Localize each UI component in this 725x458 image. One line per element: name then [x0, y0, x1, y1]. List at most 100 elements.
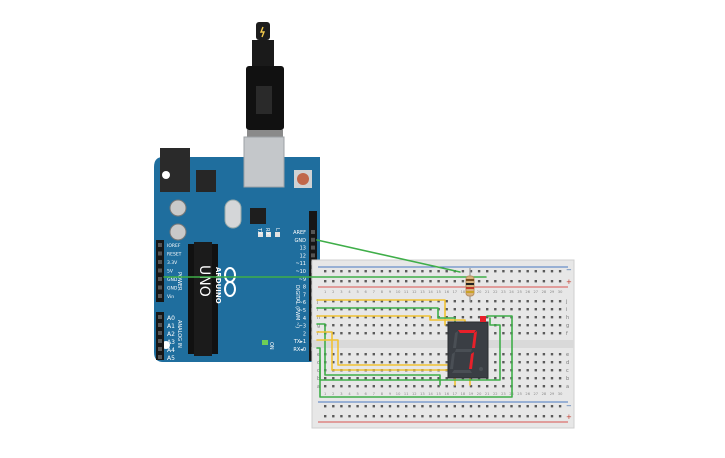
breadboard-hole[interactable] — [558, 361, 562, 364]
breadboard-hole[interactable] — [437, 415, 440, 418]
breadboard-hole[interactable] — [332, 385, 335, 388]
breadboard-hole[interactable] — [558, 405, 562, 408]
breadboard-hole[interactable] — [356, 377, 359, 380]
breadboard-hole[interactable] — [396, 324, 400, 327]
breadboard-hole[interactable] — [445, 353, 448, 356]
breadboard-hole[interactable] — [542, 332, 546, 335]
breadboard-hole[interactable] — [413, 308, 416, 311]
breadboard-hole[interactable] — [396, 353, 400, 356]
breadboard-hole[interactable] — [332, 332, 335, 335]
usb-cable[interactable] — [246, 22, 284, 138]
breadboard-hole[interactable] — [542, 369, 546, 372]
breadboard-hole[interactable] — [413, 332, 416, 335]
breadboard-hole[interactable] — [550, 415, 554, 418]
header-pin[interactable] — [158, 347, 162, 351]
breadboard-hole[interactable] — [396, 361, 400, 364]
breadboard-hole[interactable] — [558, 280, 562, 283]
breadboard-hole[interactable] — [494, 316, 497, 319]
breadboard-hole[interactable] — [372, 385, 375, 388]
breadboard-hole[interactable] — [380, 332, 384, 335]
breadboard-hole[interactable] — [518, 385, 521, 388]
breadboard-hole[interactable] — [364, 324, 367, 327]
breadboard-hole[interactable] — [388, 316, 392, 319]
breadboard-hole[interactable] — [558, 385, 562, 388]
breadboard-hole[interactable] — [526, 369, 529, 372]
breadboard-hole[interactable] — [494, 308, 497, 311]
breadboard-hole[interactable] — [364, 361, 367, 364]
breadboard-hole[interactable] — [494, 377, 497, 380]
breadboard-hole[interactable] — [380, 280, 384, 283]
breadboard-hole[interactable] — [421, 300, 424, 303]
breadboard-hole[interactable] — [340, 377, 343, 380]
breadboard-hole[interactable] — [332, 415, 335, 418]
breadboard-hole[interactable] — [429, 300, 432, 303]
header-pin[interactable] — [158, 323, 162, 327]
breadboard-hole[interactable] — [502, 369, 505, 372]
breadboard-hole[interactable] — [380, 353, 384, 356]
header-pin[interactable] — [158, 355, 162, 359]
breadboard-hole[interactable] — [429, 361, 432, 364]
breadboard-hole[interactable] — [388, 415, 392, 418]
breadboard-hole[interactable] — [494, 300, 497, 303]
breadboard-hole[interactable] — [534, 361, 537, 364]
breadboard-hole[interactable] — [526, 308, 529, 311]
breadboard-hole[interactable] — [469, 405, 473, 408]
header-pin[interactable] — [311, 253, 315, 258]
header-pin[interactable] — [158, 277, 162, 281]
breadboard-hole[interactable] — [550, 332, 554, 335]
breadboard-hole[interactable] — [518, 300, 521, 303]
breadboard-hole[interactable] — [445, 300, 448, 303]
breadboard-hole[interactable] — [526, 300, 529, 303]
breadboard-hole[interactable] — [437, 361, 440, 364]
breadboard-hole[interactable] — [356, 300, 359, 303]
breadboard-hole[interactable] — [340, 316, 343, 319]
breadboard-hole[interactable] — [558, 369, 562, 372]
breadboard-hole[interactable] — [421, 377, 424, 380]
breadboard-hole[interactable] — [469, 308, 473, 311]
breadboard-hole[interactable] — [550, 270, 554, 273]
breadboard-hole[interactable] — [502, 377, 505, 380]
breadboard-hole[interactable] — [405, 332, 408, 335]
analog-header[interactable] — [156, 312, 164, 360]
breadboard-hole[interactable] — [558, 332, 562, 335]
breadboard-hole[interactable] — [534, 270, 537, 273]
breadboard-hole[interactable] — [429, 270, 432, 273]
breadboard-hole[interactable] — [405, 353, 408, 356]
breadboard-hole[interactable] — [429, 280, 432, 283]
breadboard-hole[interactable] — [518, 280, 521, 283]
header-pin[interactable] — [158, 260, 162, 264]
breadboard-hole[interactable] — [453, 405, 456, 408]
breadboard-hole[interactable] — [364, 353, 367, 356]
breadboard-hole[interactable] — [388, 308, 392, 311]
breadboard-hole[interactable] — [477, 385, 481, 388]
breadboard-hole[interactable] — [494, 353, 497, 356]
breadboard-hole[interactable] — [348, 377, 351, 380]
breadboard-hole[interactable] — [518, 308, 521, 311]
breadboard-hole[interactable] — [348, 316, 351, 319]
breadboard-hole[interactable] — [453, 280, 456, 283]
breadboard-hole[interactable] — [388, 280, 392, 283]
breadboard-hole[interactable] — [388, 324, 392, 327]
breadboard-hole[interactable] — [558, 377, 562, 380]
breadboard-hole[interactable] — [461, 300, 465, 303]
breadboard-hole[interactable] — [405, 324, 408, 327]
breadboard-hole[interactable] — [324, 300, 327, 303]
breadboard-hole[interactable] — [510, 415, 513, 418]
breadboard-hole[interactable] — [542, 415, 546, 418]
breadboard-hole[interactable] — [469, 300, 473, 303]
breadboard-hole[interactable] — [502, 300, 505, 303]
breadboard-hole[interactable] — [550, 377, 554, 380]
breadboard-hole[interactable] — [550, 405, 554, 408]
breadboard-hole[interactable] — [486, 415, 489, 418]
breadboard-hole[interactable] — [445, 270, 448, 273]
breadboard-hole[interactable] — [518, 324, 521, 327]
wire-pin1[interactable] — [316, 317, 501, 381]
breadboard-hole[interactable] — [421, 324, 424, 327]
breadboard-hole[interactable] — [542, 270, 546, 273]
breadboard-hole[interactable] — [542, 308, 546, 311]
breadboard-hole[interactable] — [445, 361, 448, 364]
breadboard-hole[interactable] — [380, 300, 384, 303]
breadboard-hole[interactable] — [348, 324, 351, 327]
breadboard-hole[interactable] — [356, 270, 359, 273]
